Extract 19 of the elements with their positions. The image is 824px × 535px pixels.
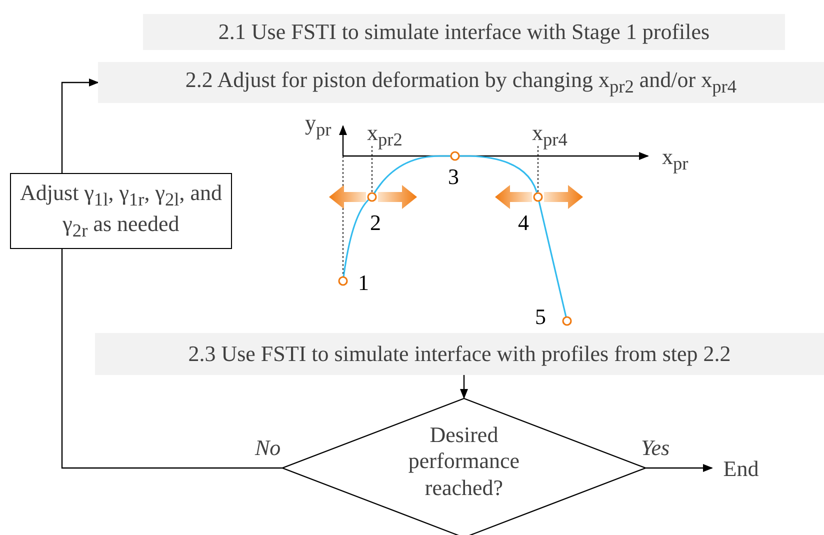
axis-label: y$_{pr}$ (305, 112, 332, 139)
axis-label: x$_{pr}$ (662, 146, 688, 173)
edge-label: No (255, 437, 281, 459)
axis-label: x$_{pr2}$ (367, 122, 402, 149)
point-number: 1 (358, 272, 369, 294)
step-band: 2.3 Use FSTI to simulate interface with profiles from step 2.2 (95, 333, 824, 375)
point-number: 2 (370, 212, 381, 234)
connector-arrow (460, 375, 468, 399)
axis-label: x$_{pr4}$ (532, 122, 568, 149)
step-band: 2.1 Use FSTI to simulate interface with Stage 1 profiles (143, 14, 785, 50)
connector-arrow (61, 78, 99, 173)
connector-line (61, 249, 282, 469)
point-number: 3 (448, 166, 459, 188)
connector-arrow (646, 464, 713, 472)
end-label: End (712, 453, 770, 485)
point-number: 5 (535, 306, 546, 328)
process-box: Adjust γ$_{1l}$, γ$_{1r}$, γ$_{2l}$, and γ$_{2r}$ as needed (10, 173, 232, 249)
point-number: 4 (518, 212, 529, 234)
step-band: 2.2 Adjust for piston deformation by changing x$_{pr2}$ and/or x$_{pr4}$ (98, 62, 824, 103)
